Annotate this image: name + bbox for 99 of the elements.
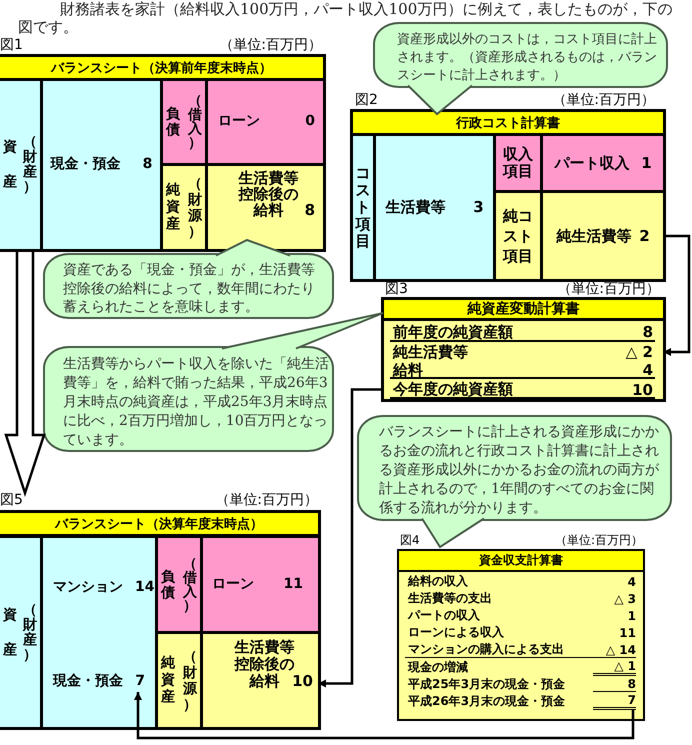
vertical-label: 資産 xyxy=(3,138,17,192)
vertical-label: 純資産 xyxy=(166,182,180,233)
net-cost-cell xyxy=(543,193,663,279)
amount-value: 0 xyxy=(305,113,315,131)
amount-value: 1 xyxy=(641,154,652,172)
asset-cell xyxy=(43,538,155,727)
amount-value: 3 xyxy=(473,198,484,217)
amount-value: 10 xyxy=(632,382,653,396)
amount-value: △ 1 xyxy=(593,659,636,676)
net-assets-cell xyxy=(203,634,318,727)
asset-cell xyxy=(0,81,40,249)
amount-value: 4 xyxy=(642,363,653,377)
liability-cell xyxy=(208,81,323,163)
amount-value: 8 xyxy=(142,156,152,174)
asset-cell xyxy=(0,538,40,727)
connector-arrow xyxy=(318,388,384,688)
amount-value: 11 xyxy=(284,576,303,594)
asset-cell xyxy=(43,81,160,249)
table-title-bar: 純資産変動計算書 xyxy=(384,300,663,321)
vertical-label: （財源） xyxy=(188,176,202,240)
block-arrow xyxy=(4,250,46,498)
amount-value: 1 xyxy=(626,608,636,622)
net-assets-cell xyxy=(208,166,323,249)
item-label: 生活費等控除後の給料 xyxy=(234,639,294,690)
connector-arrow xyxy=(663,234,690,356)
vertical-label: 負債 xyxy=(161,568,175,600)
amount-value: 10 xyxy=(292,673,313,690)
table-title-bar: 資金収支計算書 xyxy=(399,551,643,572)
vertical-label: （財産） xyxy=(23,135,37,195)
figure-label: 図1 xyxy=(0,38,23,53)
amount-value: 8 xyxy=(593,677,636,692)
vertical-label: （財源） xyxy=(183,648,197,712)
item-label: マンション xyxy=(53,579,123,596)
item-label: 純生活費等 xyxy=(393,342,468,362)
vertical-label: 負債 xyxy=(166,106,180,138)
item-label: マンションの購入による支出 xyxy=(408,641,564,658)
unit-note: （単位:百万円） xyxy=(215,493,318,508)
item-label: 現金・預金 xyxy=(50,156,121,174)
amount-value: 4 xyxy=(626,574,636,588)
amount-value: 14 xyxy=(135,579,154,596)
amount-value: 8 xyxy=(304,202,315,218)
amount-value: 7 xyxy=(593,693,636,710)
vertical-label: コスト項目 xyxy=(356,165,370,250)
amount-value: △ 14 xyxy=(604,642,636,656)
item-label: 生活費等の支出 xyxy=(408,590,492,607)
item-label: 平成25年3月末の現金・預金 xyxy=(408,676,566,693)
vertical-label: 純資産 xyxy=(161,655,175,706)
revenue-cell xyxy=(496,136,540,190)
item-label: ローン xyxy=(212,576,254,594)
vertical-label: 資産 xyxy=(3,606,17,660)
vertical-label: （借入） xyxy=(188,94,202,150)
liability-cell xyxy=(203,538,318,631)
figure-label: 図3 xyxy=(385,282,408,297)
item-label: 給料の収入 xyxy=(408,573,468,590)
unit-note: （単位:百万円） xyxy=(552,93,655,108)
figure-label: 図5 xyxy=(0,493,23,508)
vertical-label: （財産） xyxy=(23,602,37,662)
unit-note: （単位:百万円） xyxy=(219,38,322,53)
figure-label: 図2 xyxy=(355,93,378,108)
item-label: 給料 xyxy=(393,360,423,380)
unit-note: （単位:百万円） xyxy=(554,533,643,548)
item-label: 平成26年3月末の現金・預金 xyxy=(408,693,566,710)
amount-value: 11 xyxy=(618,626,636,640)
item-label: 純コスト項目 xyxy=(502,206,534,266)
table-title-bar: 行政コスト計算書 xyxy=(353,112,663,133)
callout-text: 生活費等からパート収入を除いた「純生活費等」を，給料で賄った結果，平成26年3月末時点の純資産は，平成25年3月末時点に比べ，2百万円増加し，10百万円となっています。 xyxy=(63,355,330,450)
table-title-bar: バランスシート（決算年度末時点） xyxy=(0,513,318,534)
amount-value: 8 xyxy=(642,325,653,339)
net-assets-cell xyxy=(163,166,205,249)
amount-value: △ 3 xyxy=(613,592,636,606)
item-label: 今年度の純資産額 xyxy=(393,380,513,399)
connector-arrow xyxy=(134,692,634,740)
item-label: ローン xyxy=(218,113,260,131)
amount-value: 7 xyxy=(135,673,145,691)
net-cost-cell xyxy=(496,193,540,279)
item-label: 現金の増減 xyxy=(408,659,468,676)
item-label: 純生活費等 xyxy=(556,226,632,246)
amount-value: 2 xyxy=(639,226,650,246)
item-label: パート収入 xyxy=(554,154,630,172)
item-label: ローンによる収入 xyxy=(408,624,504,641)
amount-value: △ 2 xyxy=(626,345,653,359)
table-title-bar: バランスシート（決算前年度末時点） xyxy=(0,57,323,78)
item-label: 現金・預金 xyxy=(53,673,123,691)
item-label: 生活費等 xyxy=(385,198,446,217)
figure-label: 図4 xyxy=(400,533,420,548)
callout-text: バランスシートに計上される資産形成にかかるお金の流れと行政コスト計算書に計上される資産形成以外にかかるお金の流れの両方が計上されるので，1年間のすべてのお金に関係する流れが分かります。 xyxy=(379,423,660,518)
item-label: 前年度の純資産額 xyxy=(393,322,513,342)
revenue-cell xyxy=(543,136,663,190)
cost-cell xyxy=(353,136,373,279)
vertical-label: （借入） xyxy=(183,556,197,612)
liability-cell xyxy=(158,538,200,631)
unit-note: （単位:百万円） xyxy=(557,282,660,297)
net-assets-cell xyxy=(158,634,200,727)
liability-cell xyxy=(163,81,205,163)
item-label: パートの収入 xyxy=(408,607,480,624)
item-label: 生活費等控除後の給料 xyxy=(238,170,300,218)
callout-text: 資産である「現金・預金」が，生活費等控除後の給料によって，数年間にわたり蓄えられたことを意味します。 xyxy=(63,261,316,316)
cost-cell xyxy=(376,136,493,279)
item-label: 収入項目 xyxy=(502,146,534,180)
